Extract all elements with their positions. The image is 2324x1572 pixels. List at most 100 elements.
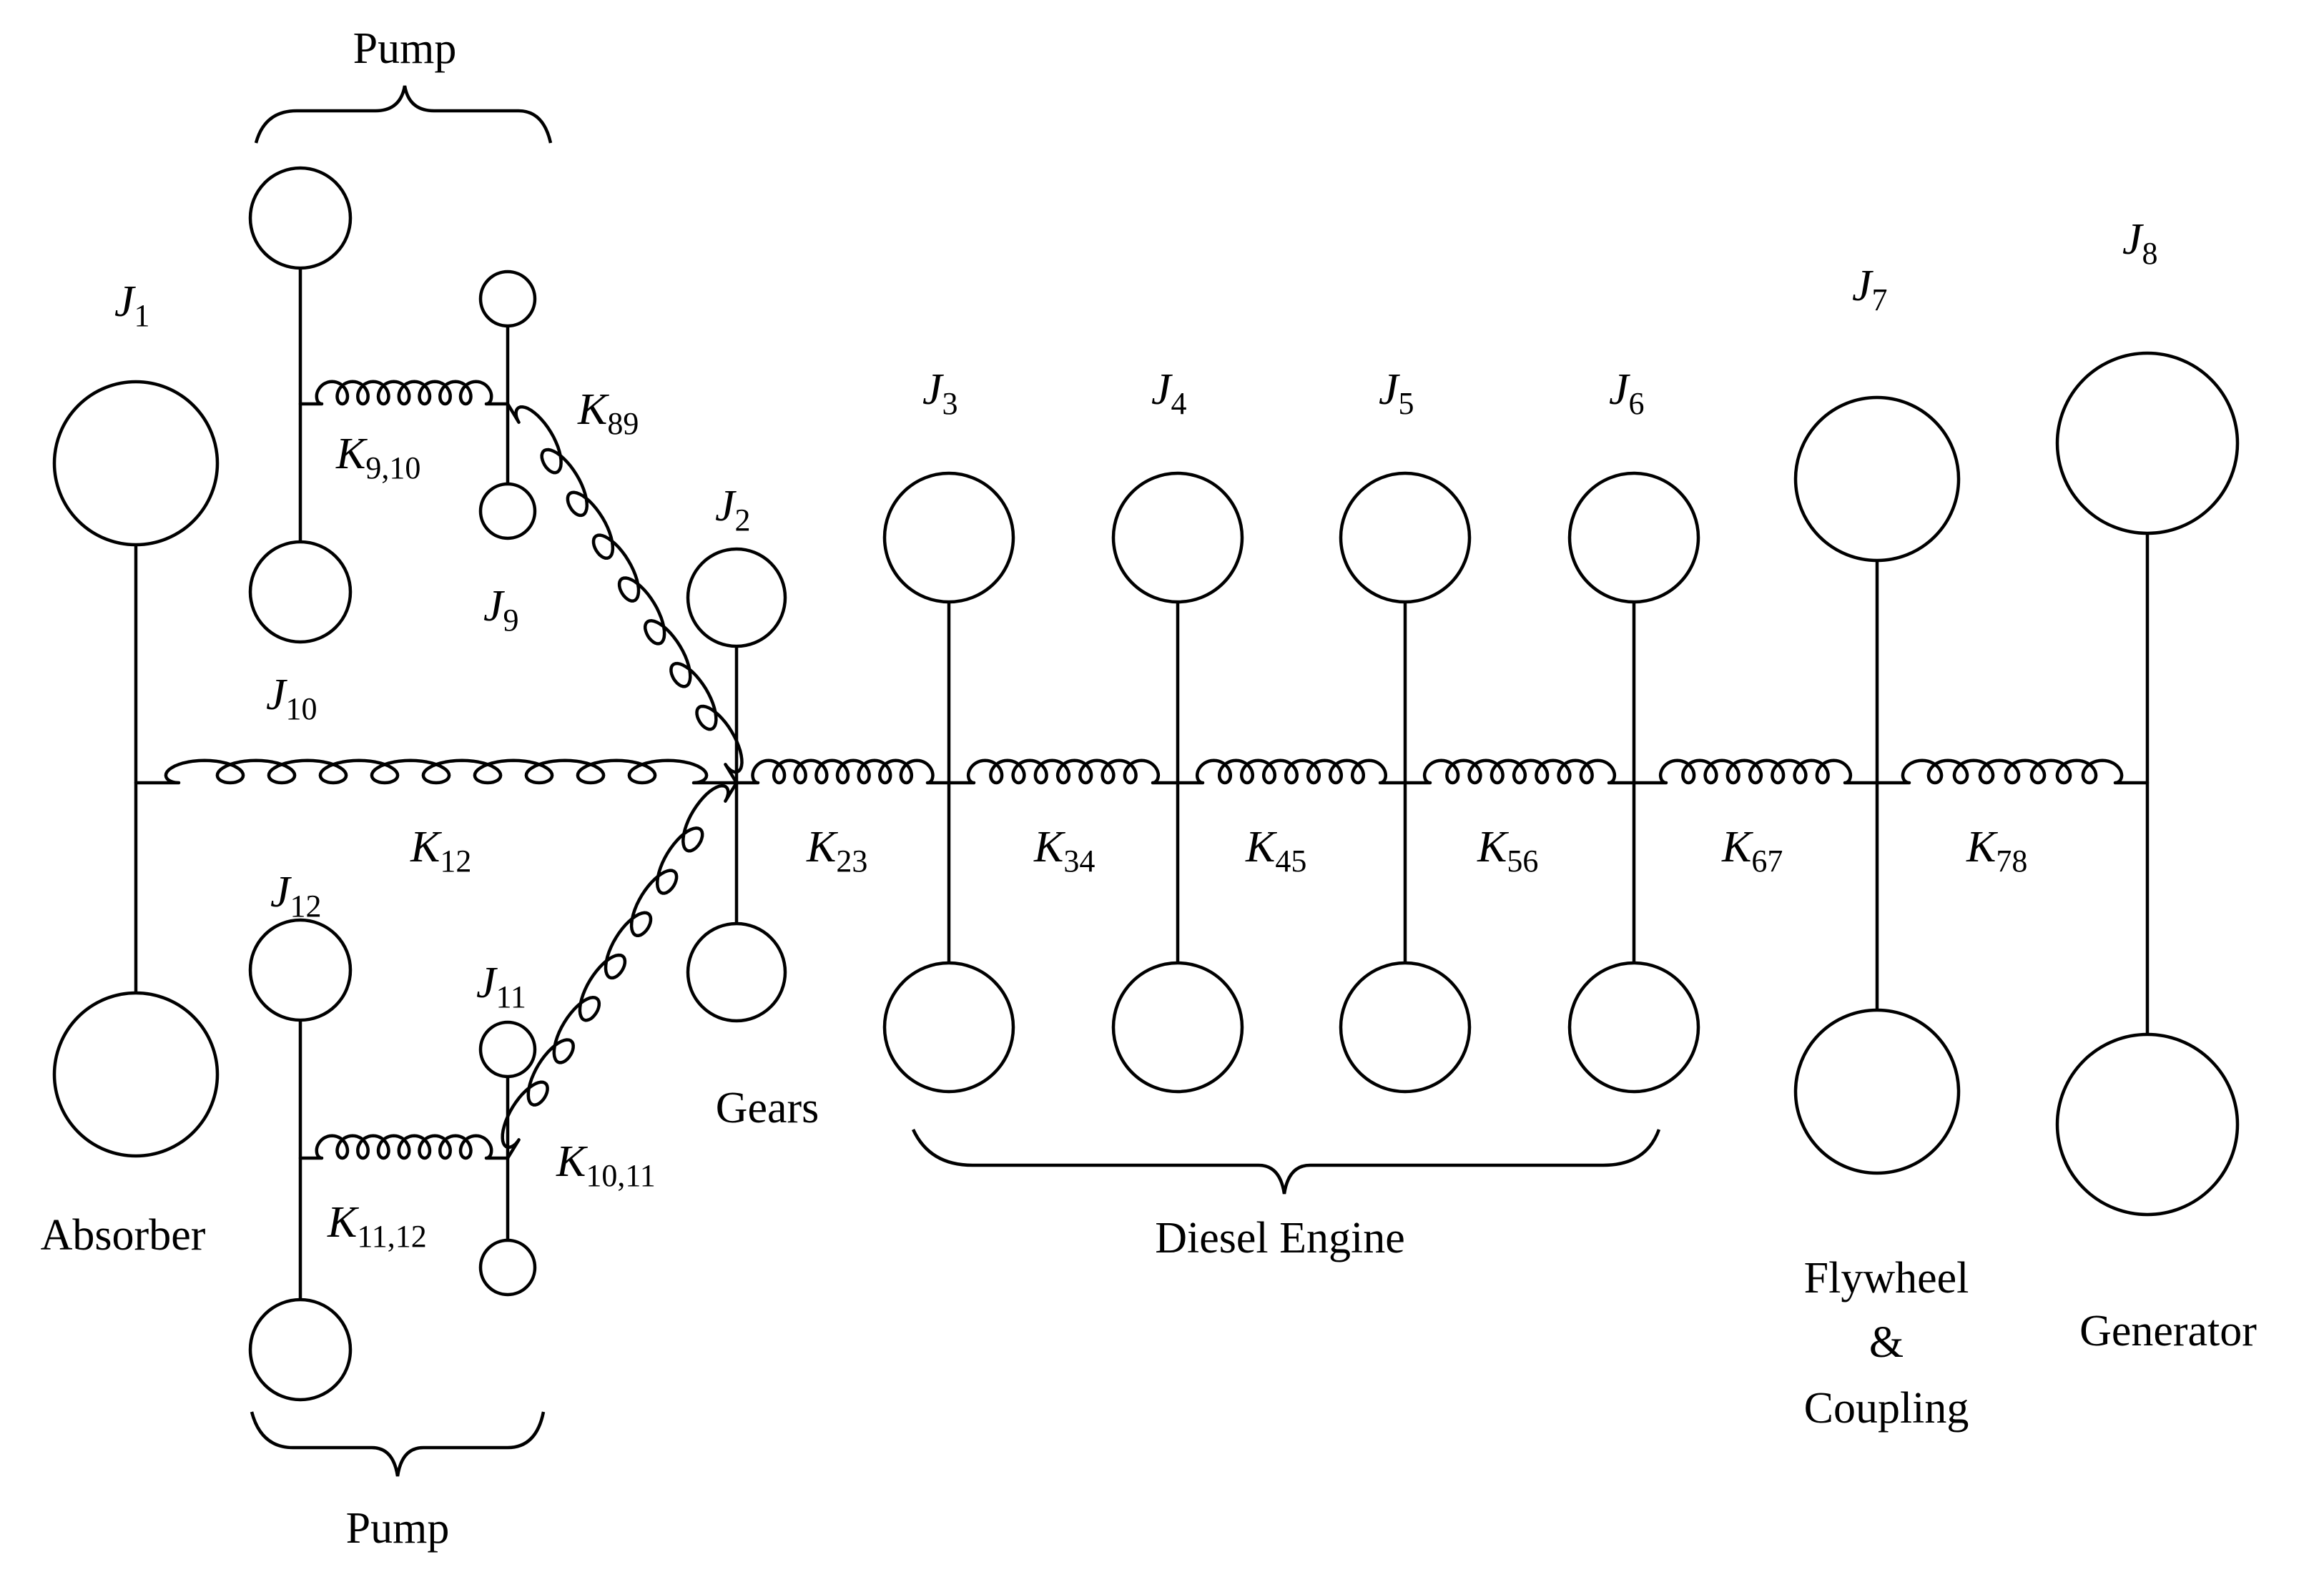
symbol-subscript: 6: [1629, 386, 1645, 421]
springs-group: [134, 380, 2150, 1160]
symbol-j7: J7: [1852, 262, 1888, 317]
flywheel-bottom-disk: [1793, 1008, 1961, 1175]
absorber-bottom-disk: [52, 991, 220, 1158]
symbol-subscript: 5: [1399, 386, 1414, 421]
engine-cyl-3-bottom-disk: [1339, 961, 1472, 1094]
engine-cyl-2-top-disk: [1111, 471, 1244, 604]
pump-bottom-small-bottom-disk: [478, 1238, 537, 1297]
symbol-subscript: 7: [1872, 282, 1888, 317]
symbol-letter: J: [715, 482, 737, 530]
symbol-k56: K56: [1477, 823, 1538, 879]
pump-top-small-top-disk: [478, 270, 537, 328]
symbol-subscript: 12: [440, 844, 471, 879]
pump-top-large-top-disk: [248, 166, 353, 270]
symbol-j10: J10: [266, 671, 317, 726]
symbol-letter: J: [1609, 365, 1630, 414]
symbol-subscript: 45: [1275, 844, 1306, 879]
engine-cyl-1-top-disk: [882, 471, 1015, 604]
symbol-letter: K: [335, 430, 368, 478]
symbol-k23: K23: [806, 823, 867, 879]
symbol-subscript: 56: [1507, 844, 1538, 879]
absorber-label: Absorber: [41, 1211, 206, 1260]
symbol-k910: K9,10: [335, 430, 420, 485]
generator-label: Generator: [2079, 1307, 2257, 1355]
symbol-letter: K: [327, 1198, 360, 1247]
symbol-subscript: 89: [607, 406, 639, 441]
pump-bottom-large-bottom-disk: [248, 1297, 353, 1402]
symbol-letter: K: [1033, 823, 1066, 871]
symbol-subscript: 12: [290, 889, 322, 924]
pump-top-small-bottom-disk: [478, 482, 537, 540]
symbol-letter: K: [410, 823, 443, 871]
diesel-brace: [911, 1129, 1661, 1195]
symbol-j4: J4: [1151, 365, 1187, 421]
gears-label: Gears: [716, 1084, 819, 1132]
spring-k45: [1176, 758, 1407, 785]
symbol-letter: J: [114, 277, 136, 326]
engine-cyl-4-top-disk: [1567, 471, 1700, 604]
spring-k34: [947, 758, 1180, 785]
spring-k910: [298, 380, 510, 406]
symbol-k1112: K11,12: [327, 1198, 427, 1254]
generator-top-disk: [2055, 351, 2240, 535]
symbol-letter: K: [1966, 823, 1999, 871]
symbol-letter: K: [556, 1137, 589, 1186]
symbol-j6: J6: [1609, 365, 1645, 421]
pump-top-brace: [254, 85, 553, 144]
diesel-engine-label: Diesel Engine: [1155, 1214, 1405, 1262]
symbol-k78: K78: [1966, 823, 2027, 879]
symbol-letter: K: [1721, 823, 1754, 871]
symbol-subscript: 8: [2142, 236, 2158, 271]
symbol-letter: J: [1852, 262, 1874, 310]
symbol-letter: J: [1379, 365, 1400, 414]
symbol-subscript: 10,11: [586, 1158, 655, 1193]
gears-top-disk: [686, 547, 787, 648]
symbol-subscript: 3: [942, 386, 958, 421]
spring-k12: [134, 758, 739, 785]
symbol-subscript: 34: [1063, 844, 1095, 879]
symbol-subscript: 1: [134, 298, 150, 333]
symbol-k34: K34: [1033, 823, 1095, 879]
pump-bottom-small-top-disk: [478, 1020, 537, 1079]
spring-k1112: [298, 1134, 510, 1160]
symbol-subscript: 4: [1171, 386, 1187, 421]
symbol-k12: K12: [410, 823, 471, 879]
symbol-subscript: 9,10: [365, 450, 420, 485]
symbol-letter: K: [1245, 823, 1278, 871]
engine-cyl-2-bottom-disk: [1111, 961, 1244, 1094]
symbol-j2: J2: [715, 482, 751, 538]
flywheel-top-disk: [1793, 395, 1961, 563]
absorber-top-disk: [52, 380, 220, 547]
symbol-subscript: 9: [503, 603, 519, 638]
generator-bottom-disk: [2055, 1032, 2240, 1217]
flywheel-label-line1: Flywheel: [1804, 1254, 1969, 1302]
symbol-subscript: 11,12: [357, 1219, 426, 1254]
symbol-subscript: 2: [735, 503, 751, 538]
symbol-j12: J12: [270, 868, 322, 924]
engine-cyl-4-bottom-disk: [1567, 961, 1700, 1094]
symbol-k45: K45: [1245, 823, 1306, 879]
symbol-letter: J: [270, 868, 292, 916]
engine-cyl-1-bottom-disk: [882, 961, 1015, 1094]
pump-bottom-brace: [250, 1411, 546, 1477]
symbol-letter: K: [577, 385, 610, 434]
symbol-letter: K: [806, 823, 839, 871]
symbol-letter: J: [476, 959, 498, 1007]
flywheel-label-line2: &: [1869, 1318, 1904, 1367]
symbol-j5: J5: [1379, 365, 1414, 421]
symbol-letter: K: [1477, 823, 1510, 871]
flywheel-label-line3: Coupling: [1804, 1384, 1969, 1433]
symbol-j11: J11: [476, 959, 526, 1014]
spring-k23: [734, 758, 951, 785]
symbol-subscript: 10: [286, 691, 317, 726]
symbol-j9: J9: [483, 582, 519, 638]
symbol-letter: J: [266, 671, 287, 719]
pump-top-label: Pump: [353, 24, 457, 73]
spring-k56: [1403, 758, 1636, 785]
symbol-subscript: 23: [836, 844, 867, 879]
pump-bottom-label: Pump: [346, 1504, 450, 1553]
symbol-subscript: 11: [496, 979, 526, 1014]
